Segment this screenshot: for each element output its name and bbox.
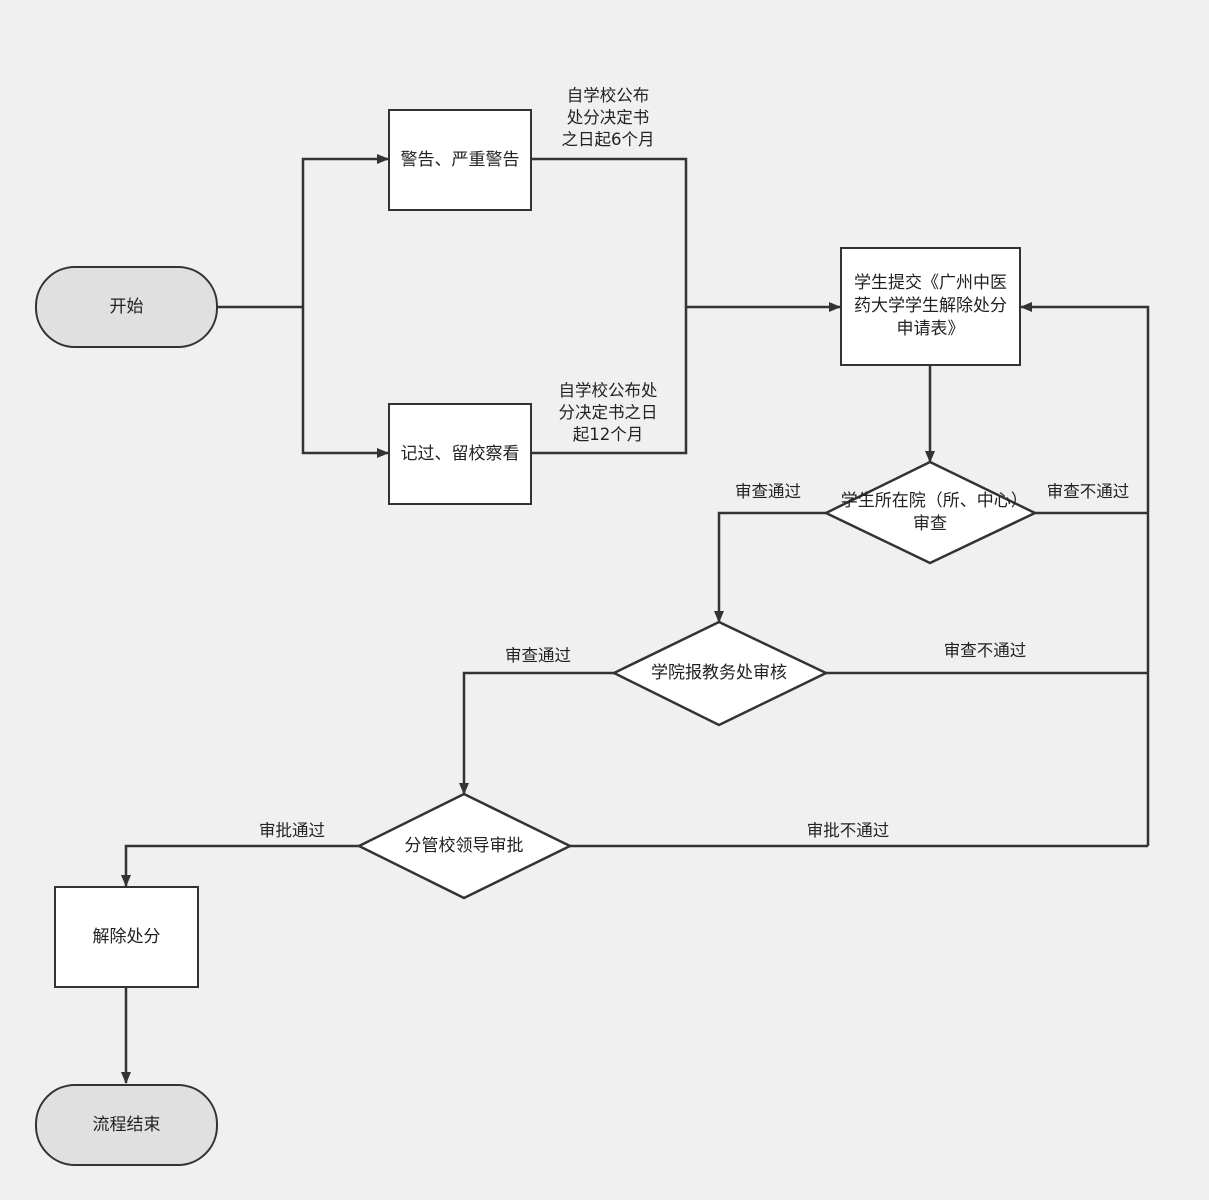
connector-to-warning: [301, 154, 389, 307]
warning-label: 警告、严重警告: [400, 149, 520, 170]
college-pass-label: 审查通过: [735, 482, 801, 501]
connector-warning-out: [532, 157, 688, 307]
leader-approve-text: 分管校领导审批: [384, 833, 544, 859]
warning-period-label: 自学校公布 处分决定书 之日起6个月: [548, 85, 668, 151]
college-review-diamond: [823, 460, 1038, 565]
leader-approve-diamond: [356, 792, 573, 900]
release-box: 解除处分: [54, 886, 199, 988]
demerit-box: 记过、留校察看: [388, 403, 532, 505]
connector-leader-pass: [121, 844, 359, 887]
start-label: 开始: [109, 296, 144, 317]
connector-demerit-out: [532, 307, 688, 455]
connector-to-demerit: [301, 307, 389, 458]
leader-pass-label: 审批通过: [259, 821, 325, 840]
demerit-period-line3: 起12个月: [572, 425, 644, 444]
submit-application-box: 学生提交《广州中医药大学学生解除处分申请表》: [840, 247, 1021, 366]
submit-application-label: 学生提交《广州中医药大学学生解除处分申请表》: [854, 273, 1007, 339]
demerit-period-line1: 自学校公布处: [558, 381, 658, 400]
office-pass-label: 审查通过: [505, 646, 571, 665]
connector-office-pass: [459, 671, 614, 795]
release-label: 解除处分: [92, 926, 161, 947]
warning-period-line2: 处分决定书: [566, 108, 650, 127]
office-review-diamond: [611, 620, 829, 727]
end-node: 流程结束: [35, 1084, 218, 1166]
warning-period-line1: 自学校公布: [566, 86, 650, 105]
leader-approve-label: 分管校领导审批: [404, 835, 524, 856]
demerit-period-line2: 分决定书之日: [558, 403, 658, 422]
demerit-label: 记过、留校察看: [400, 443, 520, 464]
office-review-label: 学院报教务处审核: [651, 662, 787, 683]
end-label: 流程结束: [92, 1114, 161, 1135]
college-review-text: 学生所在院（所、中心）审查: [838, 488, 1022, 538]
connector-college-pass: [714, 511, 826, 623]
office-fail-label: 审查不通过: [943, 641, 1027, 660]
leader-fail-label: 审批不通过: [806, 821, 890, 840]
demerit-period-label: 自学校公布处 分决定书之日 起12个月: [544, 380, 672, 446]
warning-box: 警告、严重警告: [388, 109, 532, 211]
warning-period-line3: 之日起6个月: [561, 130, 655, 149]
college-review-label: 学生所在院（所、中心）审查: [840, 491, 1020, 534]
start-node: 开始: [35, 266, 218, 348]
connector-return-to-submit: [1020, 302, 1150, 846]
college-fail-label: 审查不通过: [1046, 482, 1130, 501]
office-review-text: 学院报教务处审核: [634, 660, 804, 686]
